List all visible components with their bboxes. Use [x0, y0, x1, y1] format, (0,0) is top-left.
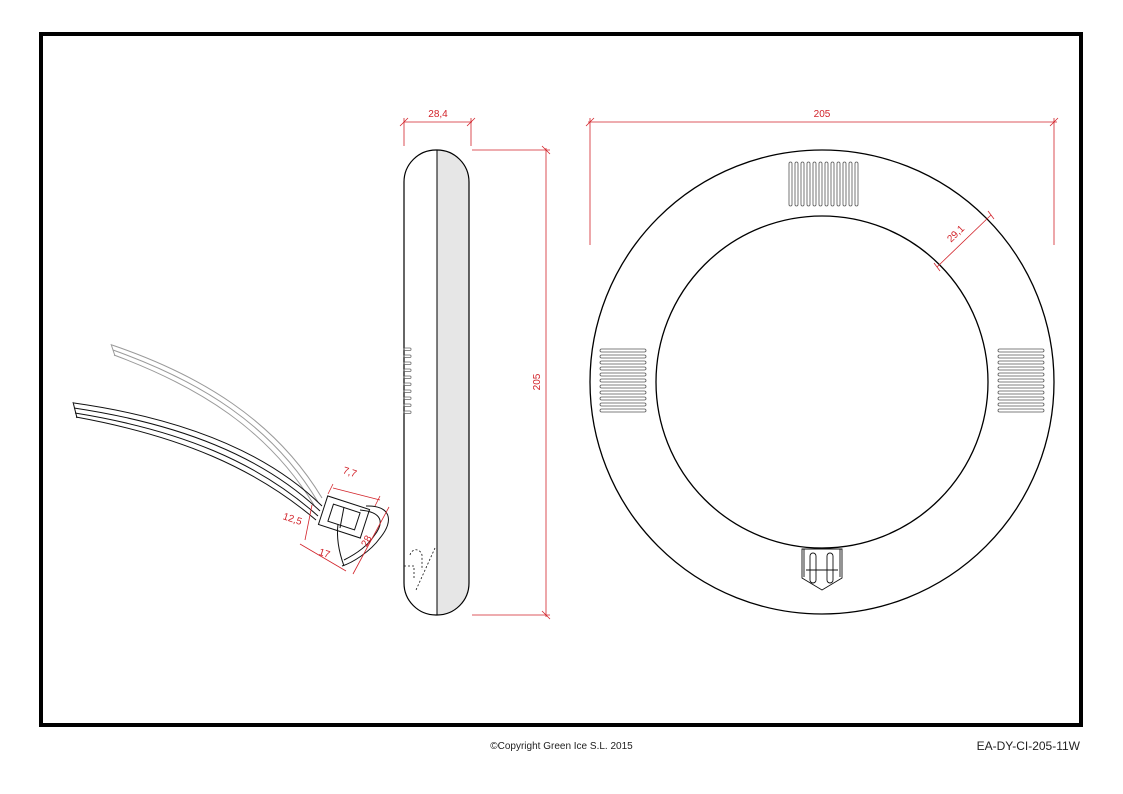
dimension-connector-a: 7,7	[341, 465, 358, 480]
footer-copyright: ©Copyright Green Ice S.L. 2015	[490, 741, 633, 752]
front-view: 205 29,1	[585, 109, 1059, 615]
front-vents-right	[997, 348, 1045, 413]
cable-black	[72, 401, 323, 521]
connector-dimensions	[299, 483, 390, 575]
front-outer-ring	[589, 149, 1055, 615]
dimension-side-width: 28,4	[428, 109, 448, 120]
cable-connector-detail: 7,7 12,5 17 28	[72, 343, 390, 575]
front-vents-left	[599, 348, 647, 413]
front-vents-top	[788, 161, 859, 207]
side-width-dimension	[399, 117, 476, 146]
ring-width-dimension	[933, 210, 995, 272]
front-inner-ring	[655, 215, 989, 549]
side-height-dimension	[472, 145, 551, 620]
dimension-connector-c: 17	[317, 547, 331, 561]
footer-drawing-code: EA-DY-CI-205-11W	[976, 739, 1080, 753]
dimension-connector-b: 12,5	[281, 511, 303, 528]
side-vents	[403, 347, 412, 414]
side-view-shaded-half	[437, 150, 469, 615]
drawing-frame	[39, 32, 1083, 727]
front-connector	[801, 548, 843, 591]
side-clip	[404, 547, 436, 591]
dimension-connector-d: 28	[360, 533, 375, 548]
cable-grey	[110, 343, 323, 506]
connector-body	[317, 495, 389, 567]
side-view: 28,4 205	[399, 109, 551, 620]
dimension-side-height: 205	[532, 373, 543, 390]
front-diameter-dimension	[585, 117, 1059, 245]
dimension-front-diameter: 205	[814, 109, 831, 120]
dimension-ring-width: 29,1	[945, 223, 967, 245]
